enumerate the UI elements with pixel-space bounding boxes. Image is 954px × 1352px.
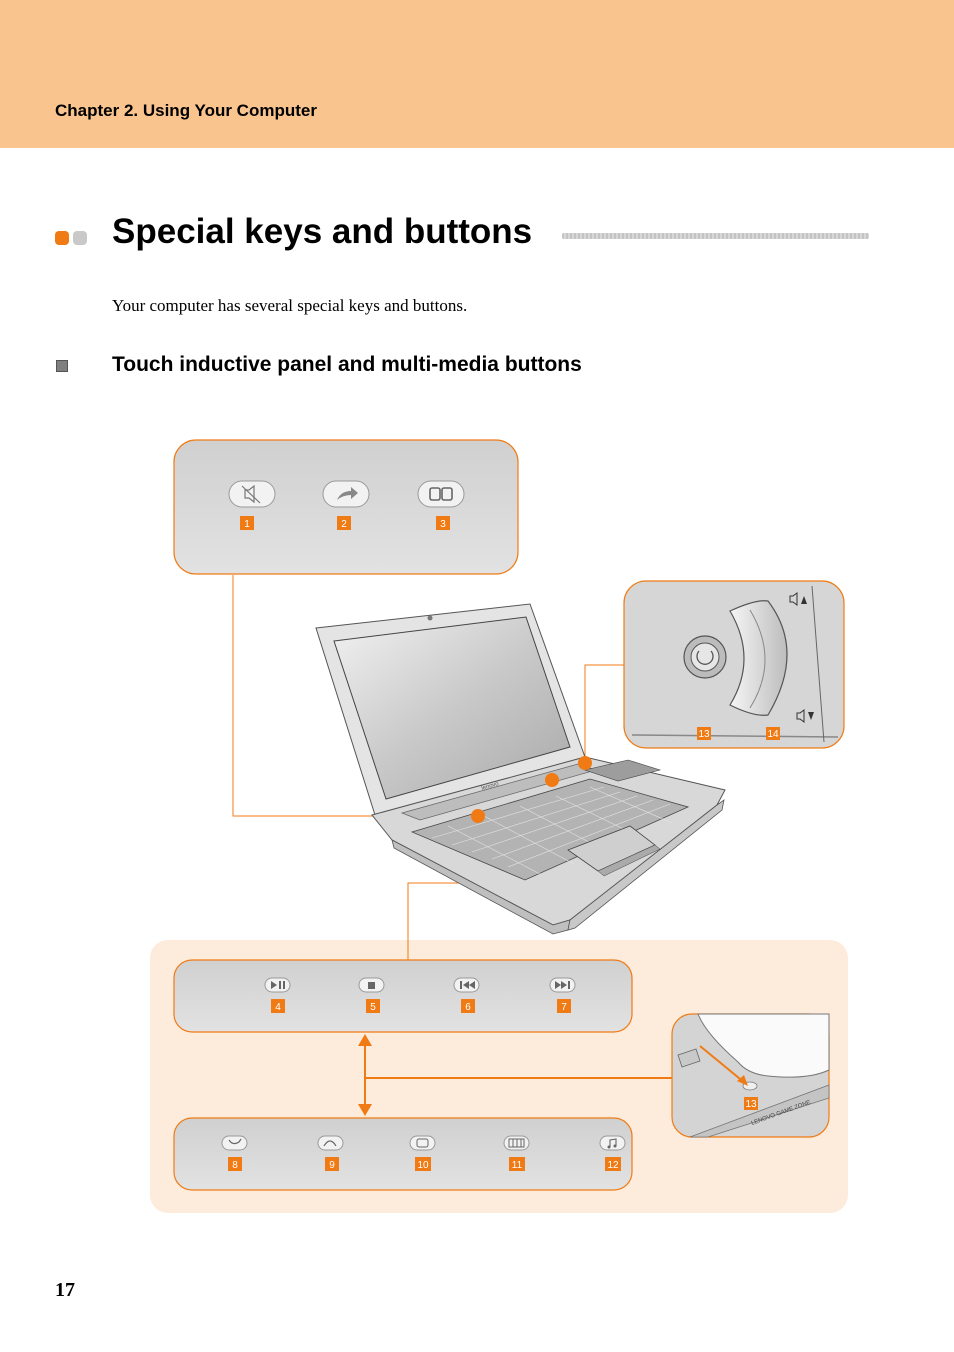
callout-10: 10 [415, 1157, 431, 1171]
callout-8-label: 8 [232, 1160, 238, 1171]
volume-slider-icon [729, 600, 788, 716]
dolby-button-icon [417, 480, 465, 508]
power-button-icon [696, 650, 714, 665]
callout-6-label: 6 [465, 1002, 471, 1013]
callout-1-label: 1 [244, 519, 250, 530]
callout-8: 8 [228, 1157, 242, 1171]
subsection-title: Touch inductive panel and multi-media bu… [112, 353, 582, 376]
intro-text: Your computer has several special keys a… [112, 296, 468, 315]
media-buttons-marker [545, 773, 559, 787]
callout-5: 5 [366, 999, 380, 1013]
mode-button-9-icon [317, 1135, 344, 1151]
callout-13-touchpad: 13 [744, 1097, 758, 1110]
title-rule [562, 233, 869, 239]
callout-14-label: 14 [767, 729, 779, 740]
callout-14: 14 [766, 727, 780, 740]
volume-panel: 13 14 [623, 580, 845, 749]
callout-9-label: 9 [329, 1160, 335, 1171]
touch-panel-marker [471, 809, 485, 823]
callout-12-label: 12 [607, 1160, 619, 1171]
page-number: 17 [55, 1279, 75, 1301]
mute-button-icon [228, 480, 276, 508]
header-band [0, 0, 954, 148]
callout-9: 9 [325, 1157, 339, 1171]
play-pause-button-icon [264, 977, 291, 993]
touchpad-panel: LENOVO GAME ZONE 13 [671, 1013, 830, 1138]
square-bullet-icon [56, 360, 68, 372]
next-track-button-icon [549, 977, 576, 993]
callout-13b-label: 13 [745, 1099, 757, 1110]
callout-2: 2 [337, 516, 351, 530]
mode-button-8-icon [221, 1135, 248, 1151]
callout-2-label: 2 [341, 519, 347, 530]
callout-5-label: 5 [370, 1002, 376, 1013]
callout-4: 4 [271, 999, 285, 1013]
callout-13-label: 13 [698, 729, 710, 740]
mode-button-11-icon [503, 1135, 530, 1151]
share-button-icon [322, 480, 370, 508]
callout-3-label: 3 [440, 519, 446, 530]
mode-buttons-panel [173, 1117, 633, 1191]
svg-text:lenovo: lenovo [481, 781, 500, 792]
double-arrow-icon [358, 1034, 672, 1116]
stop-button-icon [358, 977, 385, 993]
laptop-illustration: lenovo [315, 603, 726, 935]
callout-7-label: 7 [561, 1002, 567, 1013]
callout-11: 11 [509, 1157, 525, 1171]
callout-13-volume: 13 [697, 727, 711, 740]
chapter-title: Chapter 2. Using Your Computer [55, 101, 317, 120]
callout-1: 1 [240, 516, 254, 530]
callout-12: 12 [605, 1157, 621, 1171]
volume-up-icon [789, 592, 807, 606]
callout-10-label: 10 [417, 1160, 429, 1171]
callout-4-label: 4 [275, 1002, 281, 1013]
music-note-button-icon [599, 1135, 626, 1151]
callout-7: 7 [557, 999, 571, 1013]
orange-dot-icon [55, 231, 69, 245]
mode-button-10-icon [409, 1135, 436, 1151]
callout-6: 6 [461, 999, 475, 1013]
section-title: Special keys and buttons [112, 212, 533, 251]
previous-track-button-icon [453, 977, 480, 993]
volume-marker [578, 756, 592, 770]
grey-dot-icon [73, 231, 87, 245]
media-buttons-panel [173, 959, 633, 1033]
volume-down-icon [796, 709, 814, 723]
callout-3: 3 [436, 516, 450, 530]
connector-volume-line [584, 664, 625, 760]
callout-11-label: 11 [512, 1160, 523, 1171]
